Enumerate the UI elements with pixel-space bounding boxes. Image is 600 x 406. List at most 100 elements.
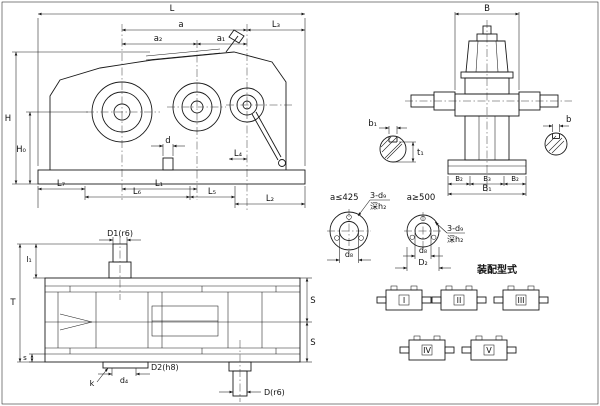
tap-hole bbox=[334, 235, 340, 241]
dim-s: s bbox=[23, 353, 45, 363]
dim-a1: a₁ bbox=[197, 34, 247, 46]
dim-H0-label: H₀ bbox=[16, 145, 26, 155]
dim-a-label: a bbox=[178, 20, 183, 30]
dim-l1-label: l₁ bbox=[26, 255, 31, 264]
dim-B-label: B bbox=[484, 4, 490, 14]
tap-hole bbox=[431, 234, 437, 240]
dim-D1-label: D1(r6) bbox=[107, 229, 133, 238]
keyway-section-b1: b₁ t₁ bbox=[368, 119, 424, 163]
assembly-type-4-label: IV bbox=[423, 346, 431, 355]
shaft-section-small bbox=[544, 132, 568, 156]
dim-k-label: k bbox=[90, 379, 95, 388]
dipstick-knob bbox=[278, 159, 286, 167]
dim-d: d bbox=[151, 136, 185, 156]
dim-L6-label: L₆ bbox=[133, 187, 142, 197]
housing-outline bbox=[49, 51, 287, 170]
dim-H0: H₀ bbox=[16, 111, 88, 184]
dim-L5-label: L₅ bbox=[208, 187, 216, 197]
center-lines bbox=[86, 24, 292, 210]
assembly-type-2-label: II bbox=[457, 296, 462, 305]
dim-L2-label: L₂ bbox=[266, 194, 274, 204]
dim-S: S S bbox=[300, 277, 316, 363]
side-view: L a L₃ a₂ a₁ H H₀ bbox=[5, 4, 306, 210]
dim-L3-label: L₃ bbox=[272, 20, 280, 30]
dim-H-label: H bbox=[5, 114, 11, 124]
detail-small-note2: 深h₂ bbox=[370, 202, 386, 211]
dim-D: D(r6) bbox=[219, 388, 285, 397]
dim-b1-label: b₁ bbox=[368, 119, 377, 129]
assembly-type-1-label: I bbox=[403, 296, 405, 305]
dim-d8-small: d₈ bbox=[327, 233, 371, 263]
dim-k: k bbox=[90, 367, 109, 388]
assembly-title: 装配型式 bbox=[476, 263, 517, 276]
detail-large-note2: 深h₂ bbox=[447, 235, 463, 244]
dim-L4-label: L₄ bbox=[234, 149, 243, 159]
dim-D2h8-label: D2(h8) bbox=[151, 363, 179, 372]
dim-B2-left-label: B₂ bbox=[455, 175, 463, 183]
dim-a2: a₂ bbox=[122, 34, 197, 46]
dim-t1-label: t₁ bbox=[417, 148, 424, 158]
dim-d4: d₄ bbox=[98, 368, 150, 385]
dim-D1: D1(r6) bbox=[99, 229, 141, 244]
assembly-type-3: III bbox=[493, 285, 549, 311]
dim-B1-label: B₁ bbox=[482, 184, 491, 194]
assembly-types: 装配型式 I II III bbox=[376, 263, 549, 361]
dim-L1-label: L₁ bbox=[155, 179, 163, 189]
dim-L7-label: L₇ bbox=[57, 179, 66, 189]
end-bottom-dims: B₂ B₃ B₂ B₁ bbox=[447, 175, 527, 196]
detail-large-caption: a≥500 bbox=[407, 193, 436, 203]
shaft-hole-detail-small: a≤425 3-d₉ 深h₂ d₈ bbox=[327, 191, 390, 263]
shaft-hole-detail-large: a≥500 3-d₉ 深h₂ d₈ D₂ bbox=[395, 193, 465, 271]
front-body bbox=[44, 277, 301, 363]
front-view: D1(r6) l₁ T S S s bbox=[9, 229, 316, 402]
dim-B3-label: B₃ bbox=[483, 175, 491, 183]
dim-b-label: b bbox=[566, 115, 571, 125]
housing-base bbox=[37, 169, 306, 185]
dim-L3: L₃ bbox=[247, 20, 305, 32]
dim-a: a bbox=[122, 20, 247, 32]
dim-d8-large: d₈ bbox=[403, 233, 443, 259]
dim-B: B bbox=[454, 4, 520, 90]
end-view: B b₁ t₁ bbox=[368, 4, 572, 196]
dim-T-label: T bbox=[9, 298, 16, 308]
dim-D-label: D(r6) bbox=[264, 388, 285, 397]
assembly-type-1: I bbox=[376, 285, 432, 311]
assembly-type-5-label: V bbox=[486, 346, 492, 355]
input-shaft-end bbox=[410, 94, 435, 108]
tap-hole bbox=[409, 234, 415, 240]
dim-H: H bbox=[5, 51, 150, 185]
bottom-boss bbox=[102, 361, 149, 369]
assembly-type-5: V bbox=[461, 335, 517, 361]
dim-S-upper-label: S bbox=[310, 296, 315, 306]
assembly-type-3-label: III bbox=[517, 296, 524, 305]
dim-L: L bbox=[37, 4, 306, 166]
dim-d4-label: d₄ bbox=[120, 376, 128, 385]
drain-boss bbox=[162, 157, 174, 171]
output-shaft-end bbox=[539, 94, 559, 108]
dim-L-label: L bbox=[170, 4, 175, 14]
shaft-section-large bbox=[379, 135, 407, 163]
keyway-section-b: b bbox=[543, 115, 571, 156]
end-base bbox=[447, 159, 527, 175]
dim-a2-label: a₂ bbox=[154, 34, 163, 44]
dim-B2-right-label: B₂ bbox=[511, 175, 519, 183]
breather-plug bbox=[228, 29, 245, 44]
detail-small-note1: 3-d₉ bbox=[370, 191, 386, 200]
dim-l1: l₁ bbox=[17, 243, 113, 279]
detail-small-caption: a≤425 bbox=[330, 193, 359, 203]
dim-d8-large-label: d₈ bbox=[419, 246, 427, 255]
dim-D2: D₂ bbox=[395, 247, 451, 271]
assembly-type-2: II bbox=[431, 285, 487, 311]
tap-hole bbox=[358, 235, 364, 241]
dim-a1-label: a₁ bbox=[217, 34, 226, 44]
dim-D2-label: D₂ bbox=[418, 258, 427, 267]
dim-d-label: d bbox=[165, 136, 170, 146]
dim-d8-small-label: d₈ bbox=[345, 250, 353, 259]
dim-s-label: s bbox=[23, 354, 27, 362]
detail-large-note1: 3-d₉ bbox=[447, 224, 463, 233]
dim-S-lower-label: S bbox=[310, 338, 315, 348]
dim-L4: L₄ bbox=[229, 149, 247, 161]
